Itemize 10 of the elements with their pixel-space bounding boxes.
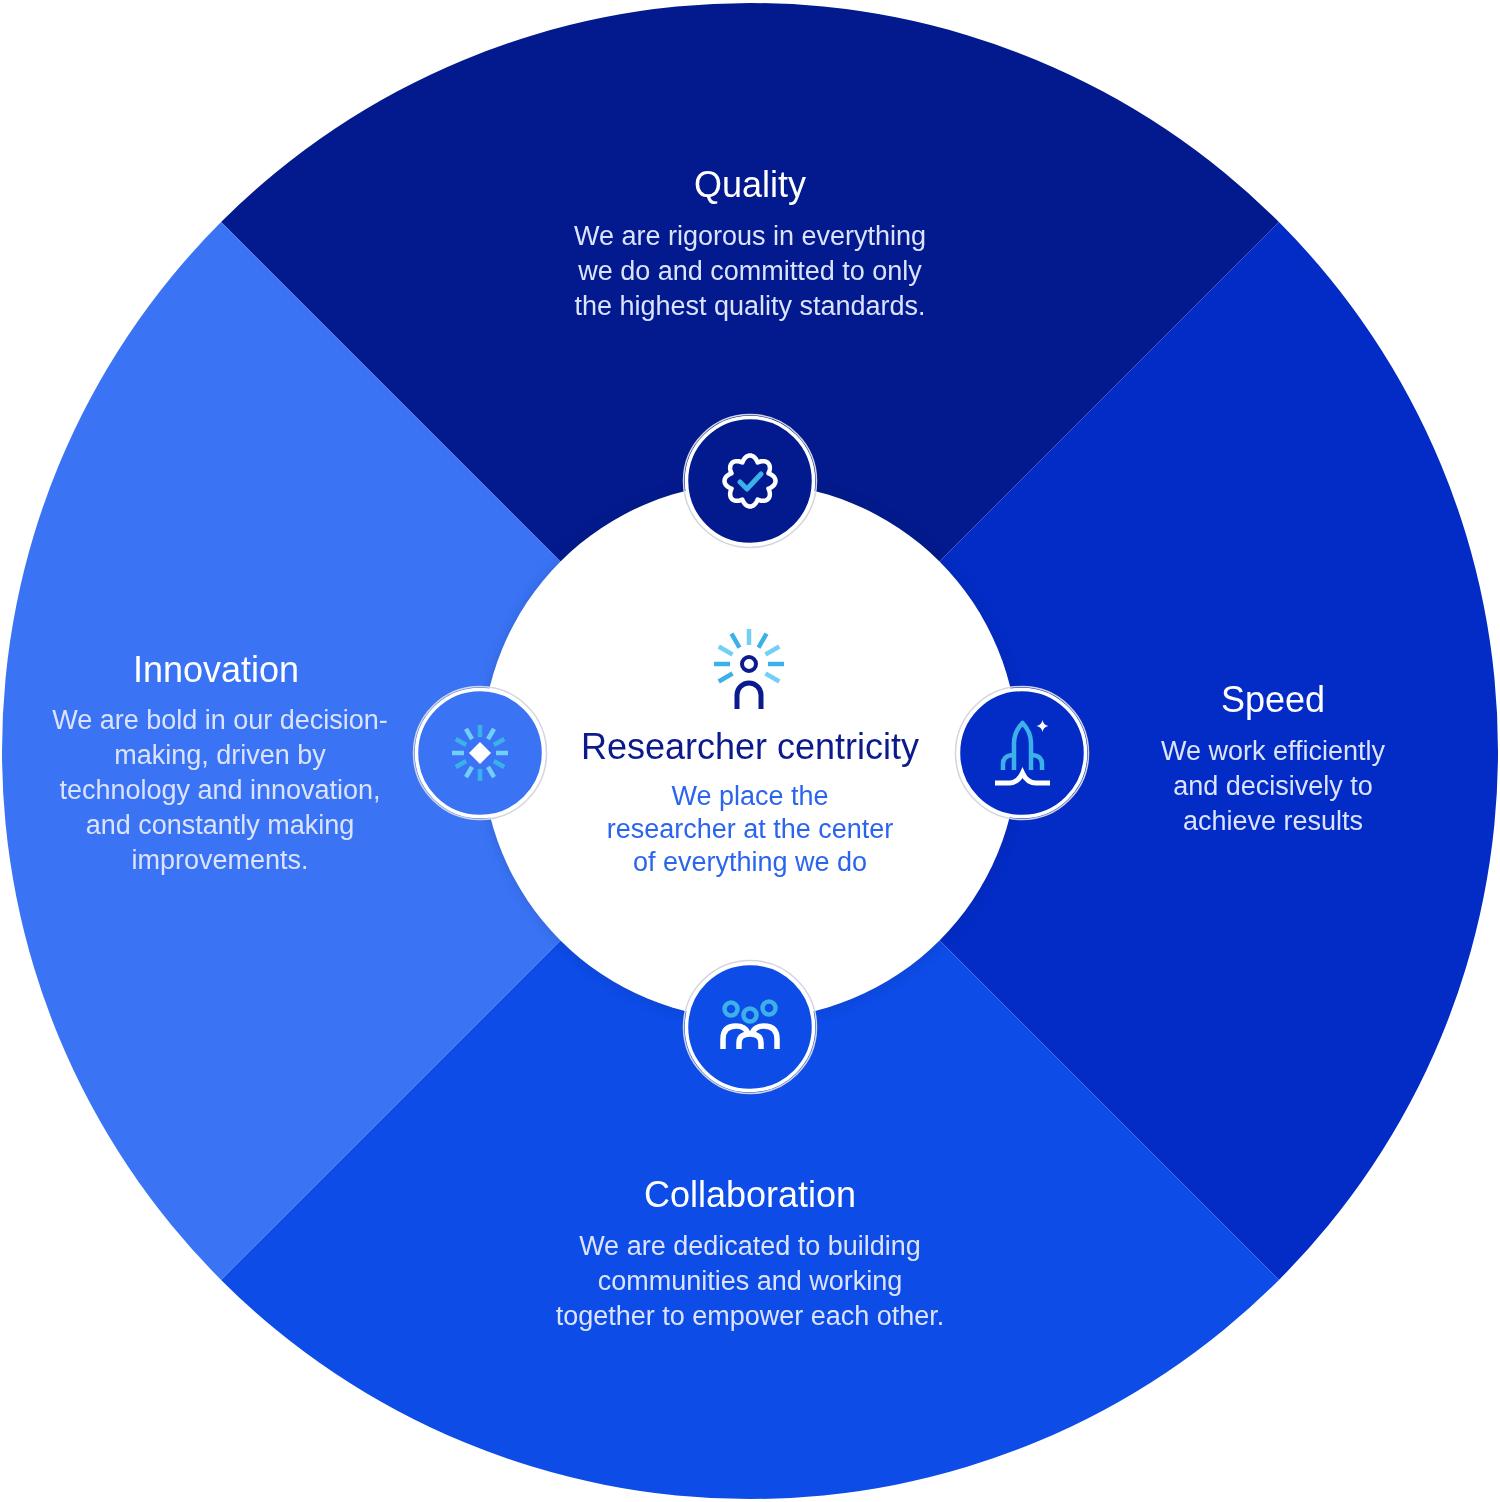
segment-title: Speed bbox=[1219, 679, 1327, 721]
segment-title: Innovation bbox=[131, 649, 301, 691]
segment-description: We are rigorous in everything we do and committed to only the highest quality standards. bbox=[572, 220, 928, 323]
segment-description: We work efficiently and decisively to achieve results bbox=[1159, 735, 1387, 838]
center-description: We place the researcher at the center of everything we do bbox=[605, 780, 895, 879]
segment-title: Collaboration bbox=[642, 1174, 858, 1216]
segment-description: We are bold in our decision-making, driven by technology and innovation, and constantly making improvements. bbox=[51, 704, 389, 877]
segment-title: Quality bbox=[692, 164, 807, 206]
center-title: Researcher centricity bbox=[579, 726, 921, 768]
segment-description: We are dedicated to building communities and working together to empower each other. bbox=[554, 1230, 946, 1333]
